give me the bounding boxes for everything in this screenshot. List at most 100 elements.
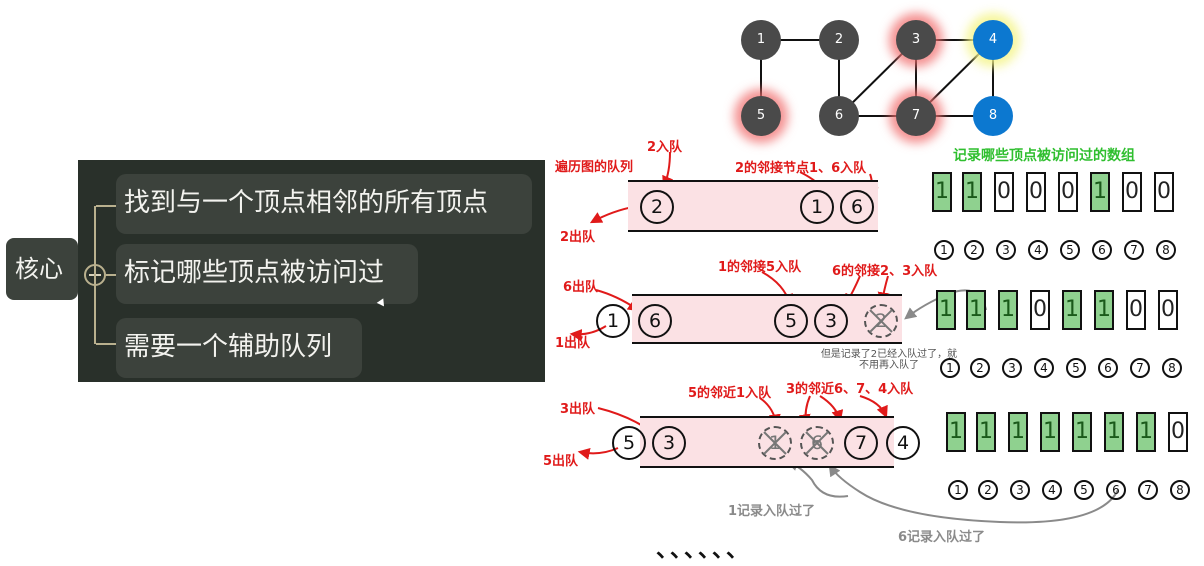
- index-label: 3: [996, 240, 1016, 260]
- visited-cell: 1: [998, 290, 1018, 330]
- queue-item: 6: [638, 304, 672, 338]
- index-label: 3: [1010, 480, 1030, 500]
- visited-cell: 1: [946, 412, 966, 452]
- dequeue-1-label: 1出队: [555, 336, 591, 351]
- visited-cell: 1: [1040, 412, 1060, 452]
- dequeue-2-label: 2出队: [560, 230, 596, 245]
- rejected-queue-item: 6: [800, 426, 834, 460]
- index-label: 7: [1138, 480, 1158, 500]
- visited-cell: 1: [976, 412, 996, 452]
- visited-cell: 0: [1122, 172, 1142, 212]
- rejected-queue-item: 1: [758, 426, 792, 460]
- graph-node-2: 2: [819, 20, 859, 60]
- queue-item: 2: [640, 190, 674, 224]
- index-label: 5: [1066, 358, 1086, 378]
- dequeue-3-label: 3出队: [560, 402, 596, 417]
- visited-cell: 0: [1026, 172, 1046, 212]
- connector-line: [106, 274, 118, 276]
- graph-node-5: 5: [741, 96, 781, 136]
- index-label: 7: [1124, 240, 1144, 260]
- dequeue-5-label: 5出队: [543, 454, 579, 469]
- graph-node-3: 3: [896, 20, 936, 60]
- index-label: 2: [970, 358, 990, 378]
- index-label: 1: [934, 240, 954, 260]
- visited-cell: 1: [1136, 412, 1156, 452]
- graph-node-1: 1: [741, 20, 781, 60]
- visited-cell: 1: [1072, 412, 1092, 452]
- visited-cell: 1: [962, 172, 982, 212]
- rejected-item-label: 6: [810, 432, 824, 454]
- neighbor-3-label: 3的邻近6、7、4入队: [786, 382, 914, 397]
- visited-cell: 0: [1158, 290, 1178, 330]
- queue-item: 3: [652, 426, 686, 460]
- index-label: 7: [1130, 358, 1150, 378]
- visited-cell: 1: [1104, 412, 1124, 452]
- rejected-queue-item: 2: [864, 304, 898, 338]
- mind-map-item-mark-visited[interactable]: 标记哪些顶点被访问过: [116, 244, 418, 304]
- visited-cell: 1: [1062, 290, 1082, 330]
- queue-item: 3: [814, 304, 848, 338]
- traverse-queue-label: 遍历图的队列: [555, 160, 634, 175]
- index-label: 4: [1034, 358, 1054, 378]
- queue-item: 1: [800, 190, 834, 224]
- dequeued-item: 1: [596, 304, 630, 338]
- connector-line: [96, 205, 116, 207]
- index-label: 4: [1028, 240, 1048, 260]
- connector-line: [94, 206, 96, 344]
- visited-cell: 0: [1126, 290, 1146, 330]
- mind-map-item-find-neighbors[interactable]: 找到与一个顶点相邻的所有顶点: [116, 174, 532, 234]
- neighbor-5-label: 5的邻近1入队: [688, 386, 772, 401]
- mind-map-panel: 核心 找到与一个顶点相邻的所有顶点 标记哪些顶点被访问过 需要一个辅助队列: [0, 160, 545, 382]
- visited-array-label: 记录哪些顶点被访问过的数组: [953, 148, 1135, 164]
- graph-node-4: 4: [973, 20, 1013, 60]
- index-label: 1: [948, 480, 968, 500]
- queue-item: 4: [886, 426, 920, 460]
- graph-node-7: 7: [896, 96, 936, 136]
- index-label: 5: [1074, 480, 1094, 500]
- index-label: 4: [1042, 480, 1062, 500]
- rejected-item-label: 1: [768, 432, 782, 454]
- visited-cell: 0: [994, 172, 1014, 212]
- visited-cell: 1: [966, 290, 986, 330]
- graph-node-8: 8: [973, 96, 1013, 136]
- mind-map-core-node[interactable]: 核心: [6, 238, 78, 300]
- visited-cell: 1: [1094, 290, 1114, 330]
- note-already-queued: 但是记录了2已经入队过了，就不用再入队了: [820, 349, 958, 371]
- continuation-dots: 、、、、、、: [656, 538, 752, 563]
- index-label: 2: [964, 240, 984, 260]
- index-label: 8: [1156, 240, 1176, 260]
- visited-cell: 1: [936, 290, 956, 330]
- index-label: 1: [940, 358, 960, 378]
- neighbor-6-label: 6的邻接2、3入队: [832, 264, 938, 279]
- queue-item: 5: [774, 304, 808, 338]
- index-label: 8: [1162, 358, 1182, 378]
- recorded-6-label: 6记录入队过了: [898, 530, 986, 545]
- graph-node-6: 6: [819, 96, 859, 136]
- visited-cell: 1: [1008, 412, 1028, 452]
- mind-map-item-auxiliary-queue[interactable]: 需要一个辅助队列: [116, 318, 362, 378]
- index-label: 2: [978, 480, 998, 500]
- enqueue-2-label: 2入队: [647, 140, 683, 155]
- index-label: 6: [1092, 240, 1112, 260]
- neighbors-2-label: 2的邻接节点1、6入队: [735, 161, 867, 176]
- queue-bar-row2: [632, 294, 902, 344]
- index-label: 5: [1060, 240, 1080, 260]
- visited-cell: 0: [1058, 172, 1078, 212]
- visited-cell: 0: [1168, 412, 1188, 452]
- visited-cell: 1: [932, 172, 952, 212]
- index-label: 6: [1098, 358, 1118, 378]
- dequeue-6-label: 6出队: [563, 280, 599, 295]
- visited-cell: 0: [1030, 290, 1050, 330]
- rejected-item-label: 2: [874, 310, 888, 332]
- connector-line: [96, 343, 116, 345]
- index-label: 8: [1170, 480, 1190, 500]
- dequeued-item: 5: [612, 426, 646, 460]
- queue-item: 6: [840, 190, 874, 224]
- visited-cell: 1: [1090, 172, 1110, 212]
- index-label: 6: [1106, 480, 1126, 500]
- recorded-1-label: 1记录入队过了: [728, 504, 816, 519]
- index-label: 3: [1002, 358, 1022, 378]
- queue-item: 7: [844, 426, 878, 460]
- neighbor-1-label: 1的邻接5入队: [718, 260, 802, 275]
- visited-cell: 0: [1154, 172, 1174, 212]
